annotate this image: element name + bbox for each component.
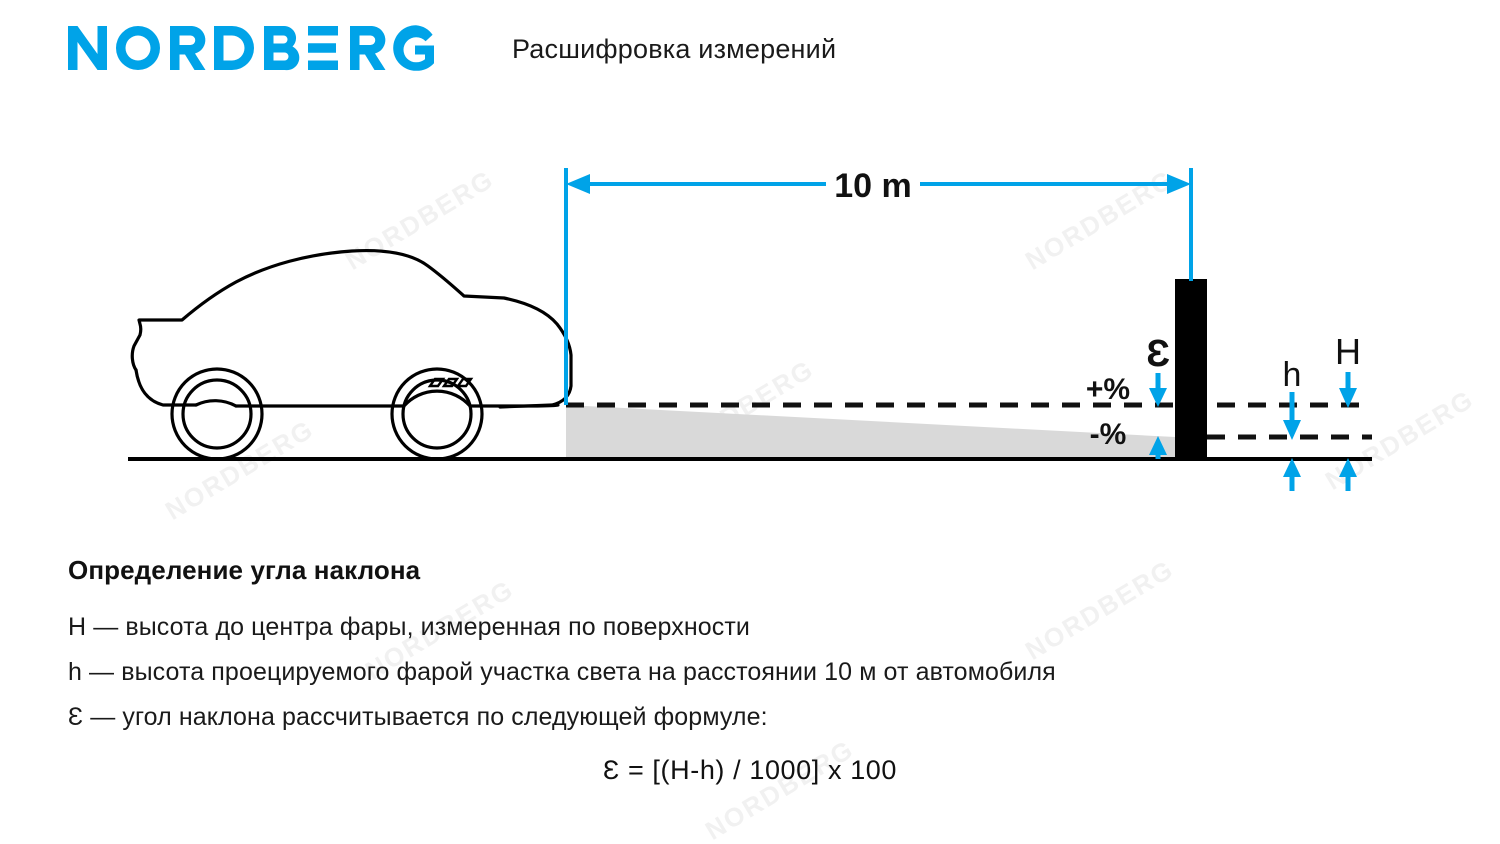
watermark-text: NORDBERG (1020, 553, 1180, 666)
rear-wheel-inner (181, 378, 253, 450)
h-large-up-arrow (1339, 458, 1357, 491)
epsilon-label: Ɛ (1146, 333, 1170, 375)
front-wheel-outer (390, 367, 484, 461)
dimension-arrowhead-left (566, 174, 590, 194)
epsilon-up-arrow (1149, 436, 1167, 459)
measuring-board (1175, 279, 1207, 459)
car-wheels (170, 367, 484, 461)
car-side-vent-icon (427, 377, 474, 388)
explanation-heading: Определение угла наклона (68, 555, 421, 585)
plus-percent-label: +% (1086, 373, 1130, 406)
page-header: Расшифровка измерений (0, 0, 1500, 96)
epsilon-down-arrow (1149, 373, 1167, 407)
dimension-arrowhead-right (1167, 174, 1191, 194)
definition-epsilon: Ɛ — угол наклона рассчитывается по следу… (68, 703, 768, 731)
definition-H: H — высота до центра фары, измеренная по… (68, 613, 750, 641)
h-large-down-arrow (1339, 372, 1357, 408)
definition-h: h — высота проецируемого фарой участка с… (68, 658, 1056, 686)
watermark-text: NORDBERG (700, 733, 860, 844)
light-beam-wedge (566, 405, 1175, 459)
page-title: Расшифровка измерений (512, 34, 837, 64)
rear-wheel-outer (170, 367, 264, 461)
h-small-label: h (1283, 356, 1302, 394)
distance-label: 10 m (834, 167, 912, 205)
h-large-label: H (1335, 331, 1361, 372)
h-small-down-arrow (1283, 392, 1301, 440)
h-small-up-arrow (1283, 458, 1301, 491)
tilt-angle-formula: Ɛ = [(H-h) / 1000] x 100 (602, 755, 898, 785)
nordberg-logo (68, 25, 434, 71)
headlight-aim-diagram: 10 m Ɛ +% -% h H (128, 167, 1372, 491)
distance-dimension (564, 168, 1193, 405)
minus-percent-label: -% (1090, 418, 1127, 451)
car-illustration (130, 248, 573, 409)
